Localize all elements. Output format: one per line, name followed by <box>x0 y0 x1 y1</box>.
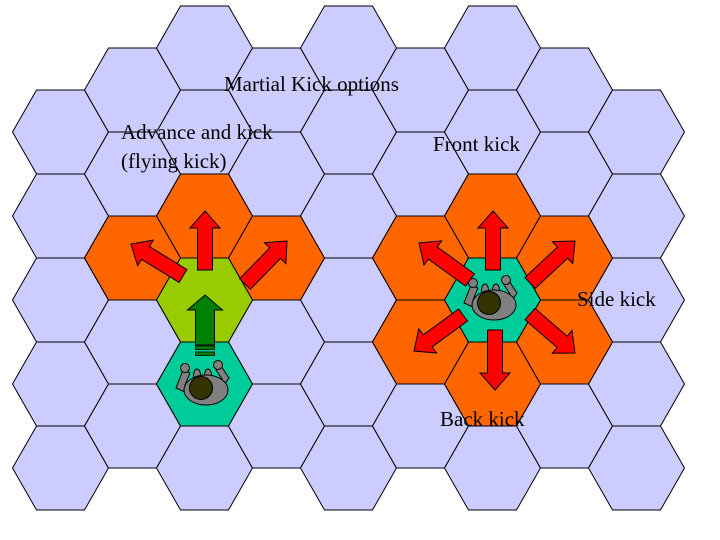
hex-cell <box>587 425 686 511</box>
label-back-kick: Back kick <box>440 407 525 431</box>
motion-stripe-icon <box>195 345 215 350</box>
arrow-layer <box>130 210 576 391</box>
side-kick-back-left-arrow-icon <box>413 308 469 354</box>
side-kick-back-right-arrow-icon <box>524 307 576 354</box>
figure-layer <box>175 275 518 406</box>
label-advance-and-kick: Advance and kick <box>121 120 273 144</box>
flying-kick-right-arrow-icon <box>238 240 288 290</box>
advance-arrow-icon <box>186 294 224 346</box>
motion-stripe-icon <box>195 351 215 356</box>
flying-kick-left-arrow-icon <box>130 239 188 284</box>
back-kick-arrow-icon <box>478 329 512 391</box>
label-side-kick: Side kick <box>577 287 656 311</box>
side-kick-front-left-arrow-icon <box>418 240 476 287</box>
front-kick-arrow-icon <box>476 210 510 271</box>
standing-fighter-icon <box>463 275 518 321</box>
side-kick-front-right-arrow-icon <box>524 240 576 290</box>
flying-kick-fighter-icon <box>175 360 230 406</box>
diagram-title: Martial Kick options <box>224 72 399 96</box>
highlight-layer <box>83 173 614 427</box>
flying-kick-front-arrow-icon <box>188 210 222 271</box>
label-flying-kick: (flying kick) <box>121 149 227 173</box>
label-front-kick: Front kick <box>433 132 520 156</box>
